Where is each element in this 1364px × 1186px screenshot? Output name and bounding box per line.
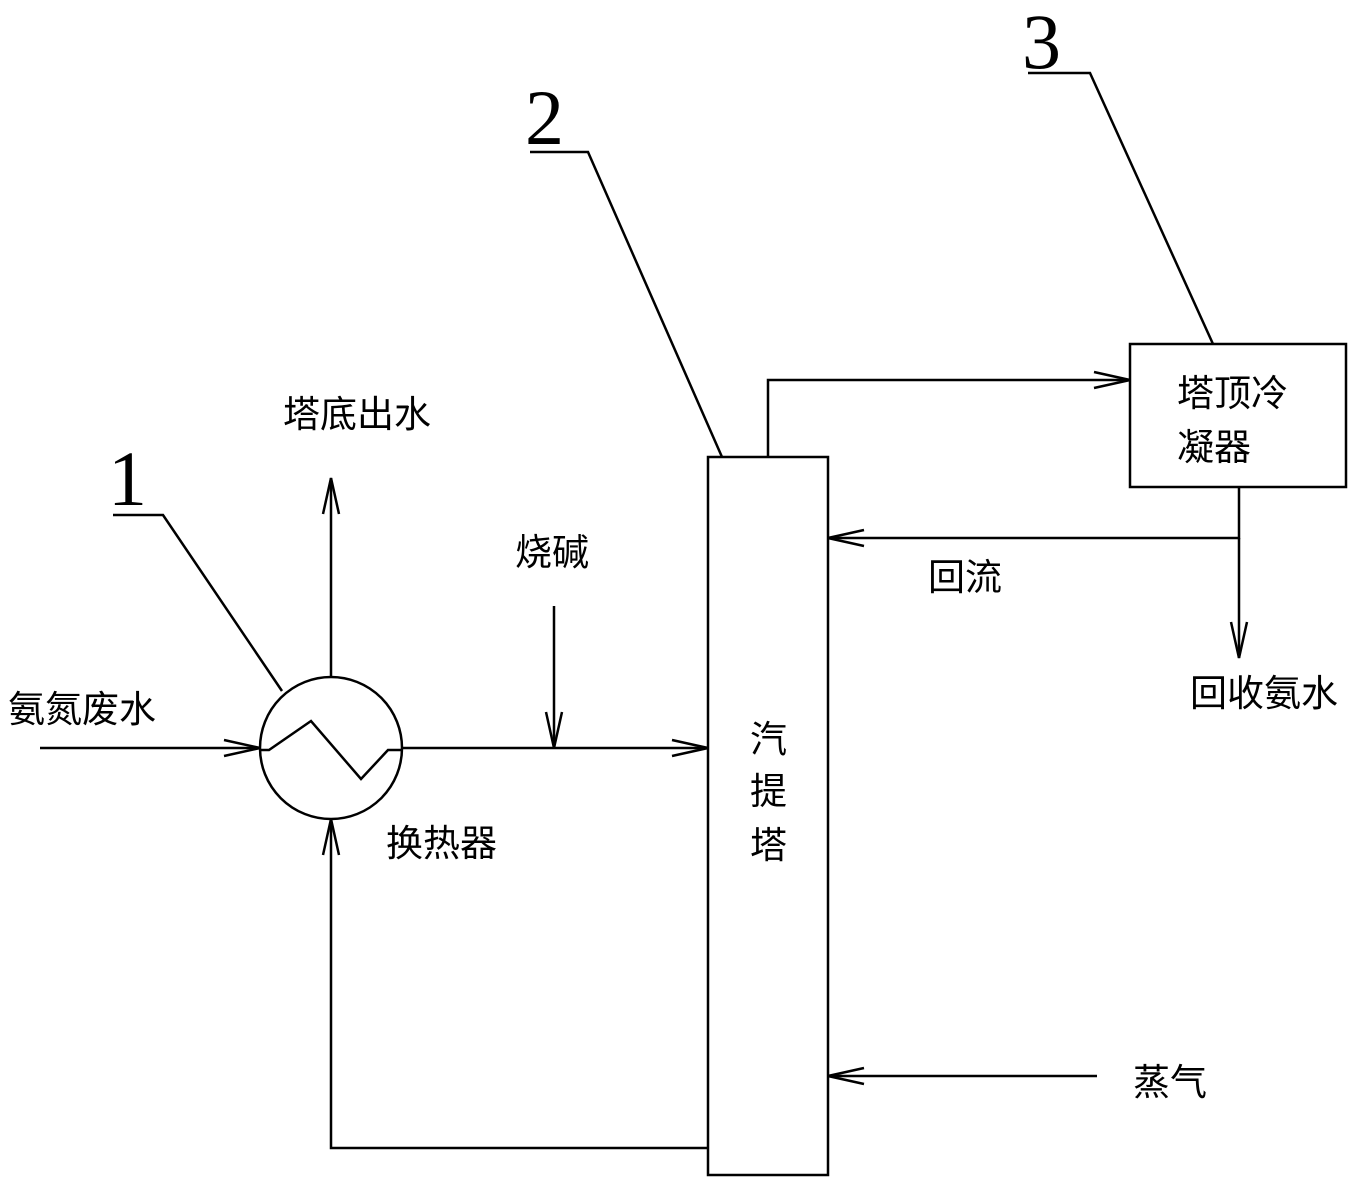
label-heat-exchanger: 换热器 bbox=[386, 822, 497, 865]
label-stripper-char-1: 汽 bbox=[750, 718, 787, 761]
label-stripper-char-3: 塔 bbox=[750, 824, 787, 867]
callout-2-leader bbox=[530, 150, 724, 458]
label-bottom-water: 塔底出水 bbox=[283, 393, 431, 436]
callout-3-leader bbox=[1028, 71, 1215, 345]
callout-1-number: 1 bbox=[108, 435, 147, 522]
label-steam: 蒸气 bbox=[1133, 1061, 1207, 1104]
reflux-line bbox=[827, 487, 1241, 548]
heat-exchanger-circle bbox=[258, 675, 404, 821]
label-reflux: 回流 bbox=[928, 556, 1002, 599]
label-recovered-ammonia: 回收氨水 bbox=[1190, 672, 1338, 715]
column-bottoms-return-line bbox=[321, 818, 708, 1150]
label-condenser-line-2: 凝器 bbox=[1177, 426, 1251, 469]
label-caustic: 烧碱 bbox=[515, 531, 589, 574]
heat-exchanger-coil bbox=[260, 719, 402, 781]
label-condenser-line-1: 塔顶冷 bbox=[1177, 372, 1288, 415]
callout-3-number: 3 bbox=[1022, 0, 1061, 85]
overhead-vapor-line bbox=[766, 370, 1131, 457]
label-stripper-char-2: 提 bbox=[750, 770, 787, 813]
stripping-column bbox=[706, 455, 830, 1177]
callout-1-leader bbox=[113, 513, 284, 692]
label-wastewater: 氨氮废水 bbox=[8, 688, 156, 731]
callout-2-number: 2 bbox=[525, 74, 564, 161]
heat-exchanger bbox=[258, 675, 404, 821]
